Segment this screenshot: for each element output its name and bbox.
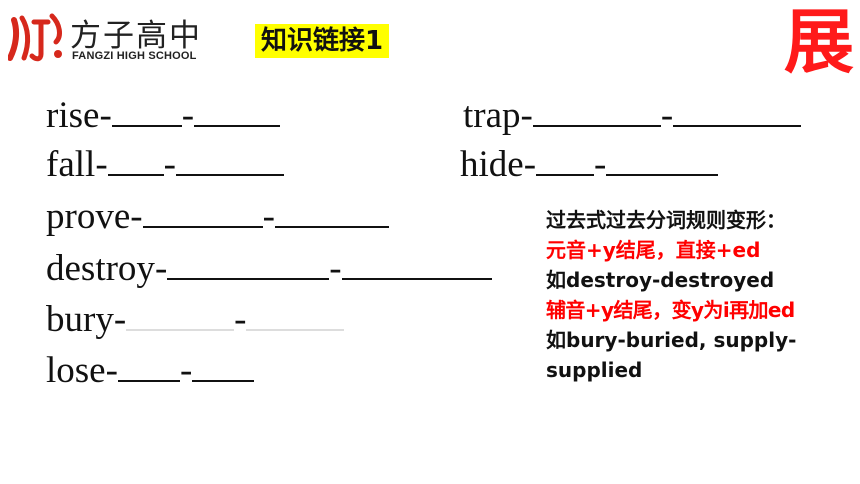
answer-blank[interactable] bbox=[142, 196, 263, 228]
word-row-bury: bury-- bbox=[46, 298, 345, 342]
logo-chinese-name: 方子高中 bbox=[70, 18, 202, 54]
answer-blank[interactable] bbox=[117, 350, 180, 382]
word-base: prove bbox=[46, 196, 131, 237]
answer-blank[interactable] bbox=[111, 95, 182, 127]
word-row-rise: rise-- bbox=[46, 94, 281, 138]
word-row-lose: lose-- bbox=[46, 349, 255, 393]
answer-blank[interactable] bbox=[246, 299, 345, 331]
word-row-fall: fall-- bbox=[46, 143, 284, 187]
answer-blank[interactable] bbox=[673, 95, 802, 127]
answer-blank[interactable] bbox=[532, 95, 661, 127]
school-logo: 方子高中 FANGZI HIGH SCHOOL bbox=[8, 10, 248, 68]
rule-note-line: 如destroy-destroyed bbox=[546, 268, 775, 292]
word-base: hide bbox=[460, 144, 524, 185]
knowledge-link-badge: 知识链接1 bbox=[255, 24, 390, 58]
word-row-prove: prove-- bbox=[46, 195, 389, 239]
rule-note: 过去式过去分词规则变形： 元音+y结尾，直接+ed 如destroy-destr… bbox=[546, 205, 858, 385]
word-row-hide: hide-- bbox=[460, 143, 719, 187]
answer-blank[interactable] bbox=[126, 299, 235, 331]
word-base: lose bbox=[46, 350, 106, 391]
word-base: rise bbox=[46, 95, 100, 136]
logo-mark-icon bbox=[8, 13, 62, 62]
rule-note-line: 元音+y结尾，直接+ed bbox=[546, 238, 761, 262]
rule-note-line: 如bury-buried, supply- bbox=[546, 328, 797, 352]
word-row-destroy: destroy-- bbox=[46, 247, 492, 291]
answer-blank[interactable] bbox=[192, 350, 255, 382]
word-base: trap bbox=[463, 95, 521, 136]
answer-blank[interactable] bbox=[194, 95, 281, 127]
answer-blank[interactable] bbox=[606, 144, 719, 176]
answer-blank[interactable] bbox=[167, 248, 330, 280]
rule-note-line: 辅音+y结尾，变y为i再加ed bbox=[546, 298, 795, 322]
corner-character: 展 bbox=[784, 1, 854, 83]
word-row-trap: trap-- bbox=[463, 94, 802, 138]
answer-blank[interactable] bbox=[274, 196, 389, 228]
answer-blank[interactable] bbox=[536, 144, 595, 176]
answer-blank[interactable] bbox=[175, 144, 284, 176]
rule-note-heading: 过去式过去分词规则变形： bbox=[546, 208, 786, 232]
word-base: fall bbox=[46, 144, 96, 185]
answer-blank[interactable] bbox=[341, 248, 492, 280]
rule-note-line: supplied bbox=[546, 358, 643, 382]
word-base: bury bbox=[46, 299, 114, 340]
logo-english-name: FANGZI HIGH SCHOOL bbox=[72, 50, 197, 62]
answer-blank[interactable] bbox=[107, 144, 164, 176]
word-base: destroy bbox=[46, 248, 155, 289]
